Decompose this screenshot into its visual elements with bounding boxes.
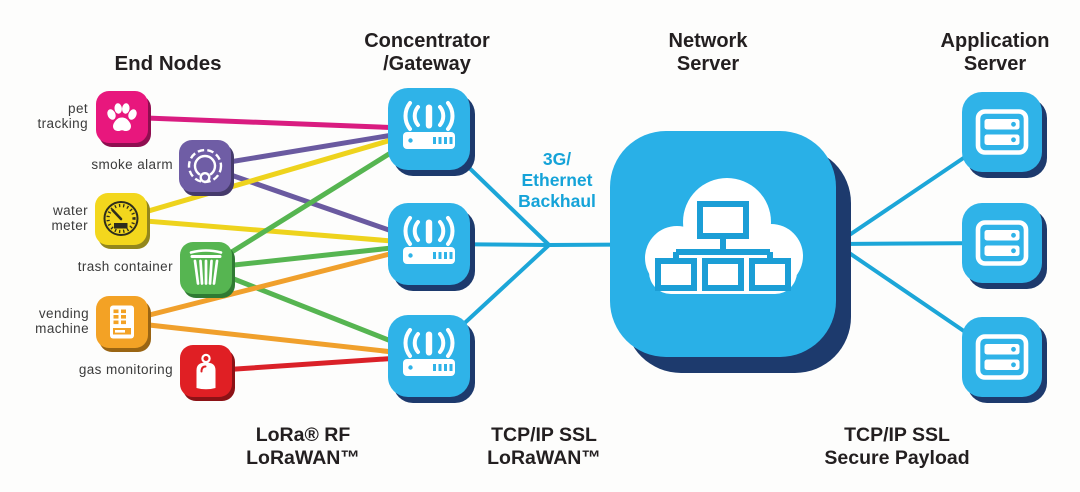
gauge-icon bbox=[103, 201, 139, 236]
connection-line-water-meter-gw1 bbox=[118, 126, 432, 222]
heading-line: 3G/ bbox=[542, 149, 572, 169]
gateway-title: Concentrator/Gateway bbox=[257, 30, 597, 76]
end-node-gas-monitoring bbox=[180, 345, 232, 397]
connection-line-pet-tracking-gw1 bbox=[119, 114, 432, 132]
label-line: vending bbox=[38, 305, 89, 321]
server-icon bbox=[975, 220, 1029, 266]
heading-line: Server bbox=[676, 53, 740, 75]
server-icon bbox=[975, 109, 1029, 155]
connection-line-vending-machine-gw2 bbox=[119, 241, 432, 325]
heading-line: Network bbox=[668, 30, 748, 52]
app-server-app1 bbox=[962, 92, 1042, 172]
label-line: tracking bbox=[37, 116, 88, 131]
app-server-app3 bbox=[962, 317, 1042, 397]
wifi-gateway-icon bbox=[403, 216, 455, 264]
heading-line: Ethernet bbox=[521, 170, 593, 190]
heading-line: TCP/IP SSL bbox=[491, 424, 597, 446]
heading-line: LoRaWAN™ bbox=[246, 446, 360, 469]
smoke-detector-icon bbox=[187, 148, 223, 184]
end-node-vending-machine bbox=[96, 296, 148, 348]
heading-line: Application bbox=[940, 30, 1050, 52]
heading-line: Server bbox=[963, 53, 1027, 75]
end-node-smoke-alarm bbox=[179, 140, 231, 192]
connection-line-water-meter-gw2 bbox=[118, 216, 432, 247]
label-line: gas monitoring bbox=[78, 362, 173, 378]
end-node-label-gas-monitoring: gas monitoring bbox=[23, 362, 173, 378]
heading-line: TCP/IP SSL bbox=[844, 424, 950, 446]
end-node-trash-container bbox=[180, 242, 232, 294]
gas-cylinder-icon bbox=[196, 353, 216, 390]
gateway-gw1 bbox=[388, 88, 470, 170]
wifi-gateway-icon bbox=[403, 328, 455, 376]
wifi-gateway-icon bbox=[403, 101, 455, 149]
label-line: machine bbox=[35, 321, 89, 336]
heading-line: Secure Payload bbox=[824, 446, 970, 469]
server-icon bbox=[975, 334, 1029, 380]
end-node-label-smoke-alarm: smoke alarm bbox=[23, 157, 173, 173]
heading-line: /Gateway bbox=[383, 53, 471, 75]
label-line: smoke alarm bbox=[91, 157, 173, 173]
heading-line: LoRa® RF bbox=[255, 424, 351, 446]
label-line: meter bbox=[51, 218, 88, 233]
app-server-app2 bbox=[962, 203, 1042, 283]
paw-icon bbox=[107, 103, 137, 132]
trash-can-icon bbox=[189, 249, 223, 285]
end-node-pet-tracking bbox=[96, 91, 148, 143]
heading-line: LoRaWAN™ bbox=[487, 446, 601, 469]
vending-machine-icon bbox=[110, 305, 134, 339]
cloud-network-icon bbox=[645, 178, 803, 294]
label-line: water bbox=[52, 202, 88, 218]
end-nodes-title: End Nodes bbox=[0, 52, 338, 75]
label-line: pet bbox=[68, 100, 88, 116]
label-line: trash container bbox=[77, 259, 173, 275]
gateway-gw2 bbox=[388, 203, 470, 285]
heading-line: End Nodes bbox=[114, 52, 222, 75]
heading-line: Backhaul bbox=[518, 191, 596, 211]
connection-line-vending-machine-gw3 bbox=[119, 319, 432, 359]
heading-line: Concentrator bbox=[364, 30, 490, 52]
gateway-gw3 bbox=[388, 315, 470, 397]
end-node-water-meter bbox=[95, 193, 147, 245]
server-network-server bbox=[610, 131, 836, 357]
end-node-label-trash-container: trash container bbox=[23, 259, 173, 275]
